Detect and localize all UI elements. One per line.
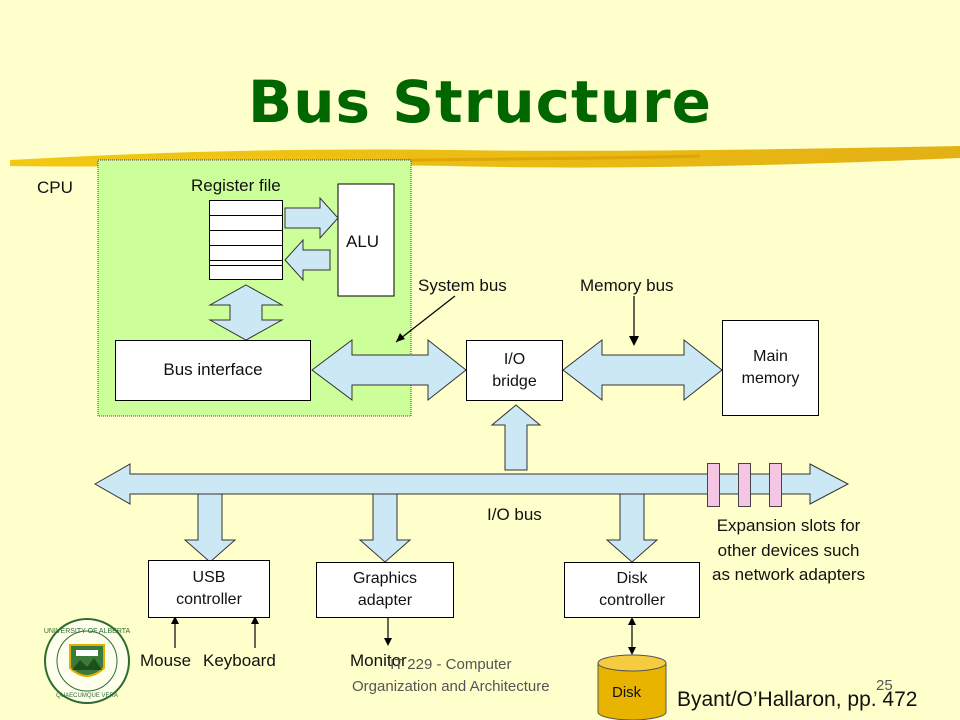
alu-box bbox=[337, 183, 395, 297]
iobus-to-disk-controller-arrow bbox=[605, 493, 659, 563]
disk-controller-label: Disk controller bbox=[599, 570, 665, 609]
footer-course: IT 229 - Computer Organization and Archi… bbox=[352, 656, 550, 695]
bus-interface-box: Bus interface bbox=[115, 340, 311, 401]
bus-interface-label: Bus interface bbox=[163, 360, 263, 380]
keyboard-label: Keyboard bbox=[203, 651, 276, 670]
alu-label: ALU bbox=[346, 232, 380, 251]
disk-controller-box: Disk controller bbox=[564, 562, 700, 618]
disk-cylinder bbox=[597, 654, 667, 720]
register-file-label: Register file bbox=[191, 176, 281, 195]
expansion-slot bbox=[769, 463, 782, 507]
usb-controller-label: USB controller bbox=[176, 569, 242, 608]
page-title: Bus Structure bbox=[248, 68, 712, 136]
memory-bus-label: Memory bus bbox=[580, 276, 674, 295]
disk-label: Disk bbox=[612, 684, 642, 701]
expansion-slot bbox=[738, 463, 751, 507]
system-bus-label: System bus bbox=[418, 276, 507, 295]
usb-controller-box: USB controller bbox=[148, 560, 270, 618]
io-bridge-box: I/O bridge bbox=[466, 340, 563, 401]
svg-text:QUAECUMQUE VERA: QUAECUMQUE VERA bbox=[56, 693, 118, 699]
regfile-to-alu-arrow bbox=[284, 196, 339, 240]
main-memory-label: Main memory bbox=[741, 348, 800, 387]
cpu-label: CPU bbox=[37, 178, 73, 197]
bridge-to-iobus-arrow bbox=[490, 404, 542, 471]
footer-citation: Byant/O’Hallaron, pp. 472 bbox=[677, 688, 918, 711]
main-memory-box: Main memory bbox=[722, 320, 819, 416]
memory-bus-arrow bbox=[562, 338, 723, 402]
io-bus-arrow bbox=[93, 463, 850, 505]
university-of-alberta-crest: UNIVERSITY OF ALBERTA QUAECUMQUE VERA bbox=[44, 618, 131, 704]
iobus-to-graphics-arrow bbox=[358, 493, 412, 563]
iobus-to-usb-arrow bbox=[183, 493, 237, 563]
graphics-adapter-label: Graphics adapter bbox=[352, 570, 418, 609]
graphics-adapter-box: Graphics adapter bbox=[316, 562, 454, 618]
alu-to-regfile-arrow bbox=[284, 238, 331, 282]
expansion-slot bbox=[707, 463, 720, 507]
mouse-label: Mouse bbox=[140, 651, 192, 670]
expansion-slots-label: Expansion slots for other devices such a… bbox=[712, 516, 866, 585]
io-bus-label: I/O bus bbox=[487, 505, 542, 524]
io-bridge-label: I/O bridge bbox=[492, 350, 537, 390]
monitor-label: Monitor bbox=[350, 651, 407, 670]
footer-page-number: 25 bbox=[876, 677, 893, 694]
svg-text:UNIVERSITY OF ALBERTA: UNIVERSITY OF ALBERTA bbox=[44, 628, 131, 635]
